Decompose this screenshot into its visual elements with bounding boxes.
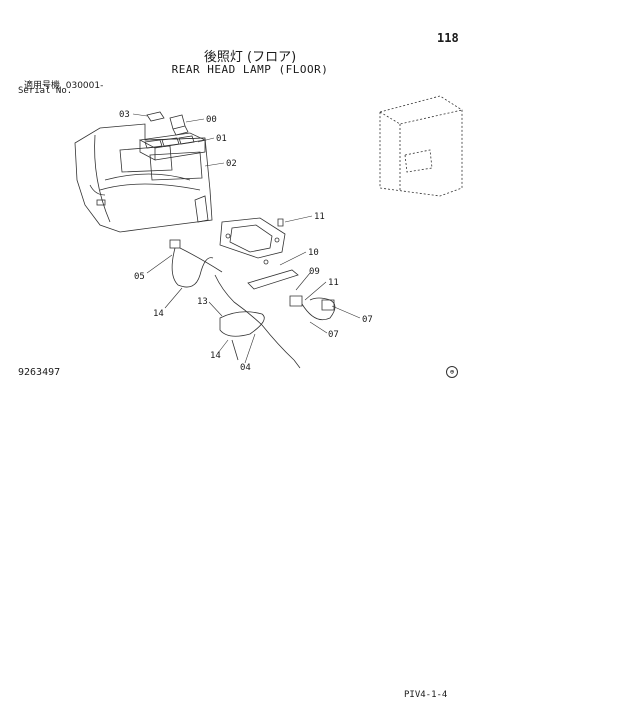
callout-label: 09 [309, 267, 320, 277]
drawing-number: 9263497 [18, 367, 61, 378]
callout-labels: 03 00 01 02 11 10 05 09 11 14 13 07 07 1… [119, 110, 373, 373]
callout-leaders [132, 113, 361, 364]
callout-label: 05 [134, 272, 145, 282]
inset-machine-view [379, 95, 463, 197]
callout-label: 02 [226, 159, 237, 169]
page-number: 118 [437, 31, 459, 45]
lamp-bar-drawing [247, 269, 299, 290]
title-english: REAR HEAD LAMP (FLOOR) [171, 63, 329, 76]
serial-label-japanese: 適用号機 030001- [24, 78, 103, 91]
serial-label-english: Serial No. [18, 86, 73, 96]
callout-label: 14 [210, 351, 221, 361]
cap-part-03 [146, 111, 165, 122]
callout-label: 14 [153, 309, 164, 319]
title-japanese: 後照灯 (フロア) [203, 50, 297, 65]
manufacturer-logo-icon: ⊕ [446, 366, 458, 378]
connector-07-drawing [289, 295, 336, 321]
callout-label: 11 [328, 278, 339, 288]
callout-label: 10 [308, 248, 319, 258]
callout-label: 11 [314, 212, 325, 222]
callout-label: 13 [197, 297, 208, 307]
callout-label: 00 [206, 115, 217, 125]
switch-part-00 [169, 114, 189, 136]
callout-label: 04 [240, 363, 251, 373]
bolt-drawing [277, 218, 284, 227]
console-body-drawing [74, 123, 213, 233]
callout-label: 01 [216, 134, 227, 144]
serial-value: 030001- [65, 81, 104, 91]
footer-code: PIV4-1-4 [404, 690, 448, 700]
callout-label: 03 [119, 110, 130, 120]
callout-label: 07 [362, 315, 373, 325]
callout-label: 07 [328, 330, 339, 340]
harness-04-drawing [214, 274, 301, 369]
bracket-drawing [219, 217, 286, 265]
serial-label-jp-text: 適用号機 [24, 81, 61, 91]
harness-05-drawing [169, 239, 223, 288]
